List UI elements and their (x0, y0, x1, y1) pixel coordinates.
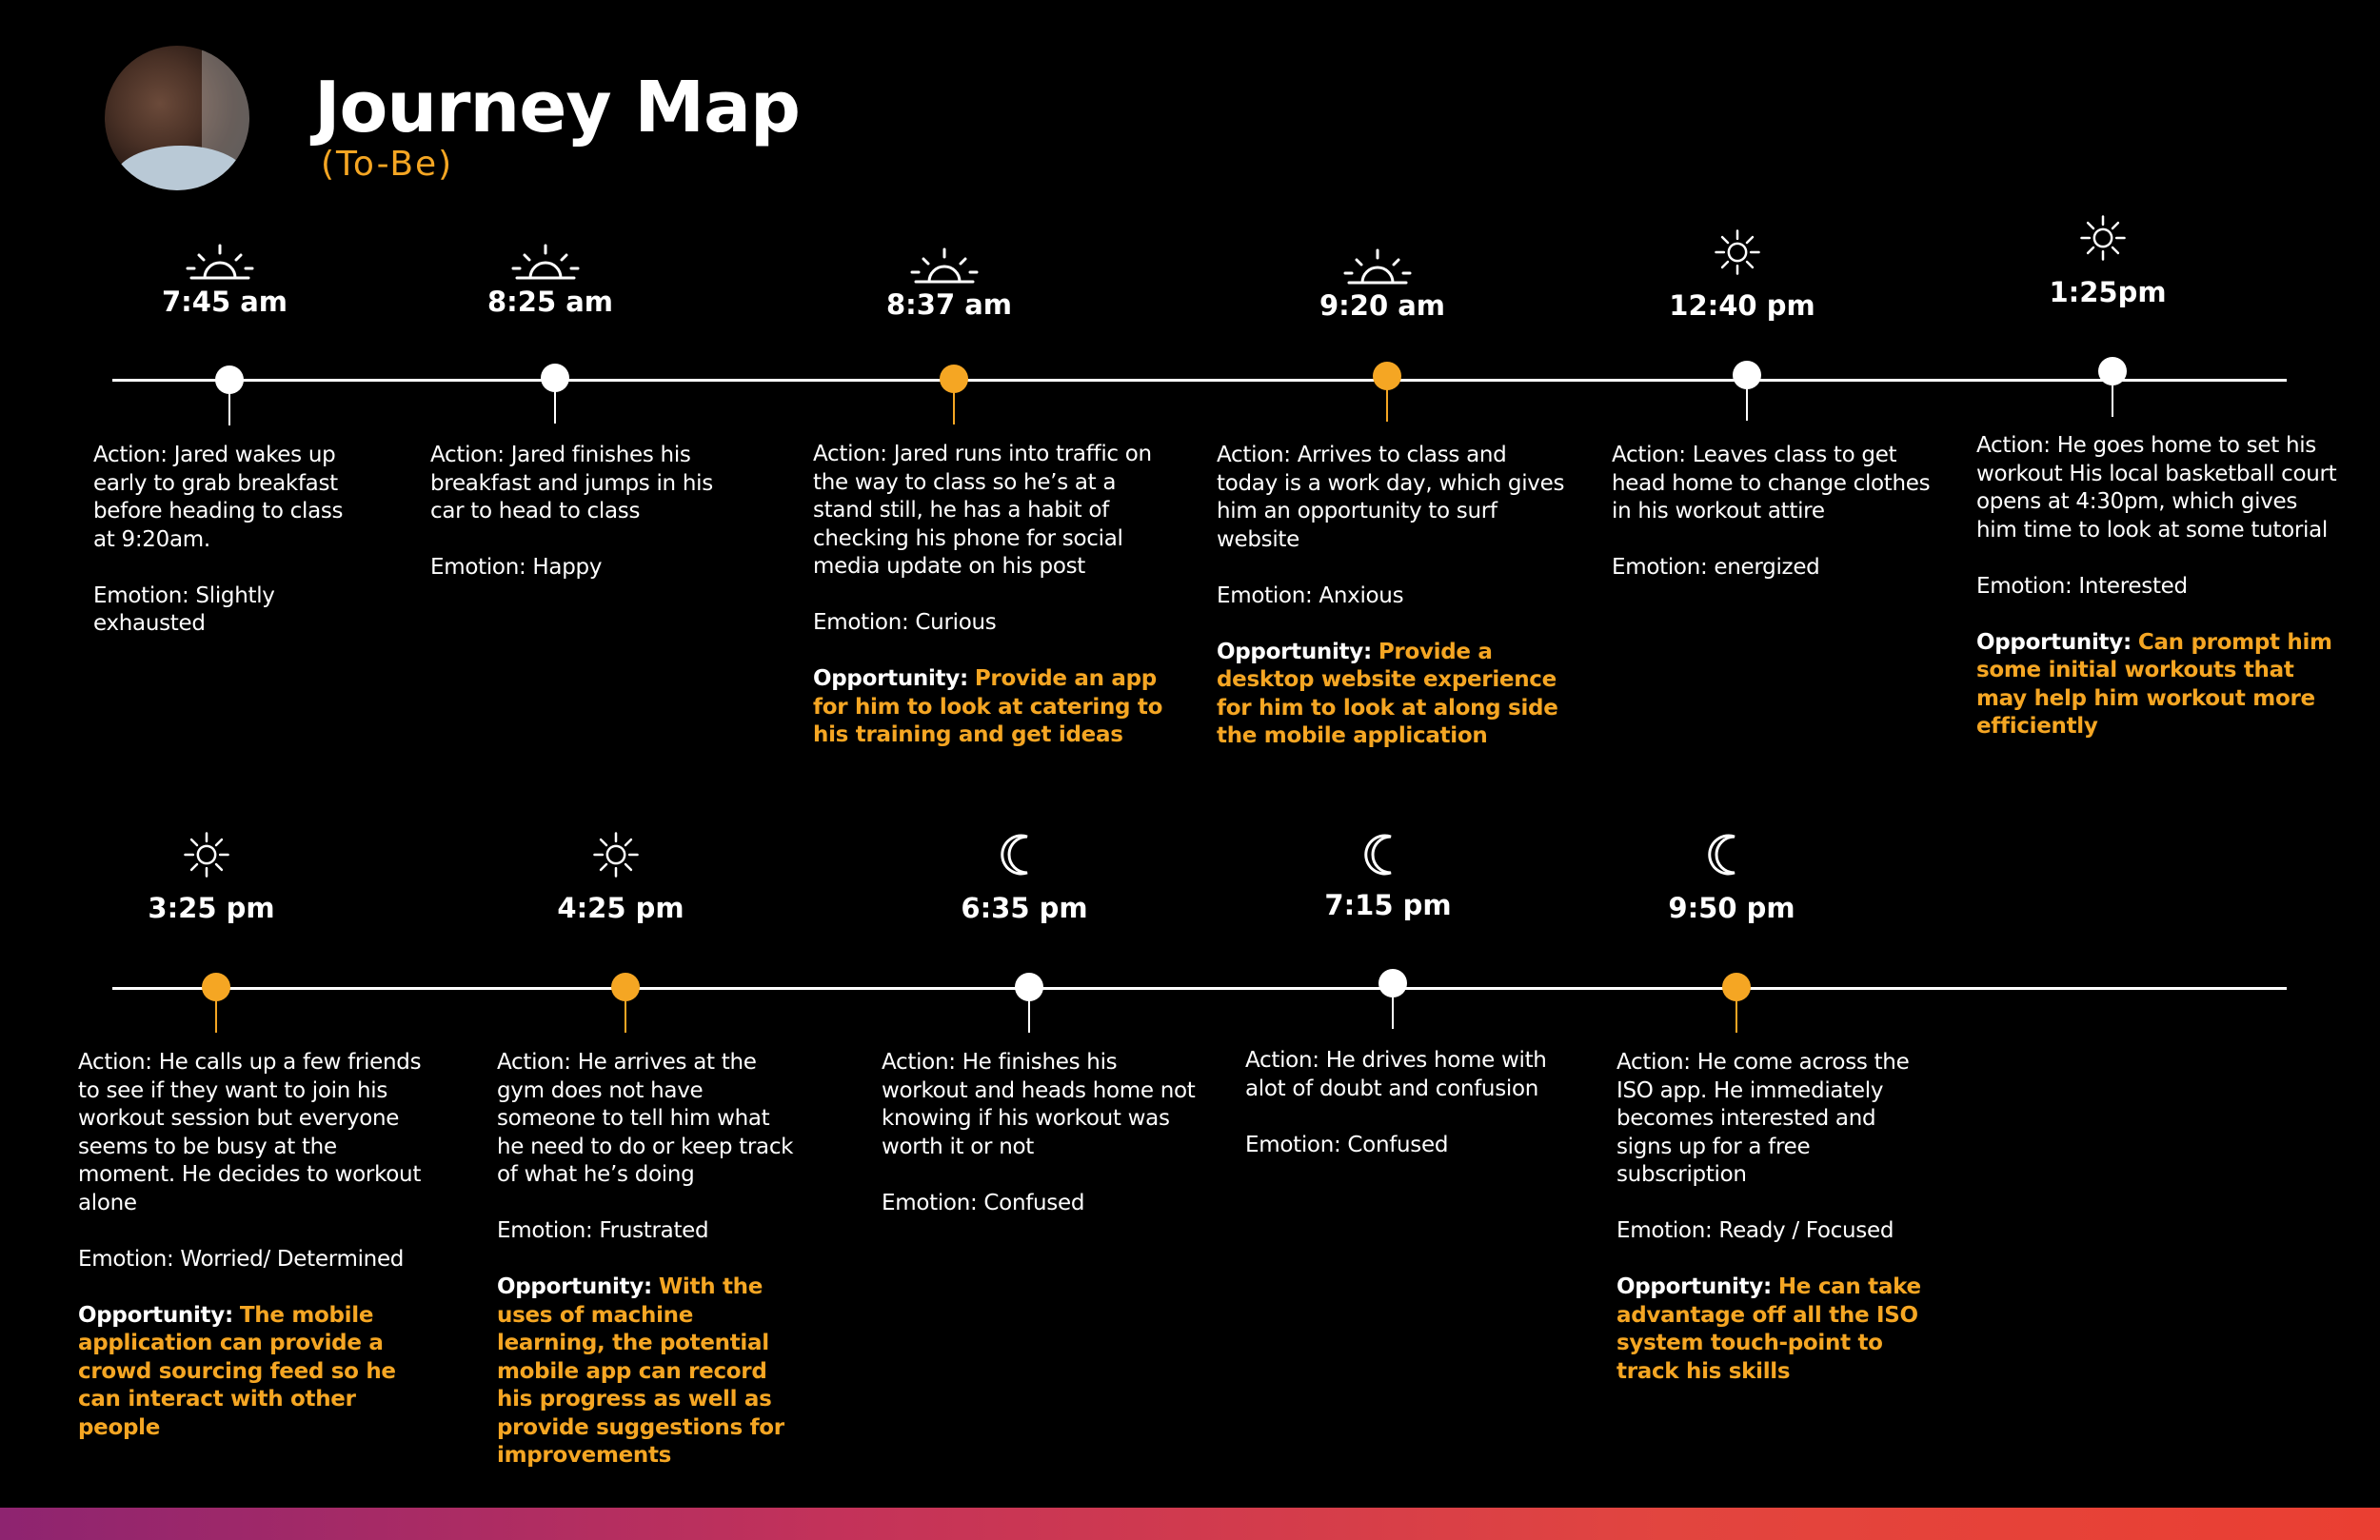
stage-3-time: 8:37 am (885, 288, 1012, 321)
stage-opportunity: Opportunity: Provide a desktop website e… (1217, 639, 1569, 751)
stage-2-time: 8:25 am (486, 286, 613, 318)
stage-6-details: Action: He goes home to set his workout … (1976, 432, 2338, 769)
opportunity-text: Provide a desktop website experience for… (1217, 639, 1558, 749)
stage-action: Action: Jared wakes up early to grab bre… (93, 443, 344, 552)
avatar (105, 46, 249, 190)
stage-4-details: Action: Arrives to class and today is a … (1217, 442, 1569, 779)
opportunity-text: He can take advantage off all the ISO sy… (1616, 1274, 1921, 1384)
timeline-line-top (112, 379, 2287, 382)
gradient-footer-bar (0, 1508, 2380, 1540)
sunrise-icon (1339, 245, 1416, 292)
page-subtitle: (To-Be) (321, 145, 454, 184)
stage-opportunity: Opportunity: Provide an app for him to l… (813, 665, 1175, 750)
stage-emotion: Emotion: Curious (813, 610, 997, 635)
sun-icon (1699, 228, 1775, 276)
stage-7-time: 3:25 pm (148, 892, 275, 924)
stage-9-details: Action: He finishes his workout and head… (882, 1049, 1196, 1246)
page-title: Journey Map (314, 67, 801, 148)
stage-emotion: Emotion: Slightly exhausted (93, 582, 275, 637)
stage-emotion: Emotion: Anxious (1217, 582, 1404, 608)
opportunity-text: With the uses of machine learning, the p… (497, 1274, 784, 1468)
stage-opportunity: Opportunity: With the uses of machine le… (497, 1273, 802, 1471)
stage-11-details: Action: He come across the ISO app. He i… (1616, 1049, 1931, 1414)
stage-action: Action: He drives home with alot of doub… (1245, 1048, 1547, 1101)
stage-1-details: Action: Jared wakes up early to grab bre… (93, 442, 369, 666)
stage-3-details: Action: Jared runs into traffic on the w… (813, 441, 1175, 778)
opportunity-text: Provide an app for him to look at cateri… (813, 666, 1163, 747)
opportunity-label: Opportunity: (497, 1274, 652, 1299)
stage-10-time: 7:15 pm (1324, 889, 1452, 921)
stage-7-details: Action: He calls up a few friends to see… (78, 1049, 426, 1471)
stage-action: Action: He calls up a few friends to see… (78, 1050, 422, 1215)
opportunity-label: Opportunity: (1616, 1274, 1772, 1299)
sun-icon (578, 831, 654, 879)
stage-action: Action: Leaves class to get head home to… (1612, 443, 1931, 523)
stage-action: Action: Jared runs into traffic on the w… (813, 442, 1152, 579)
stage-emotion: Emotion: Confused (1245, 1132, 1449, 1157)
stage-action: Action: Arrives to class and today is a … (1217, 443, 1565, 552)
stage-10-details: Action: He drives home with alot of doub… (1245, 1047, 1559, 1188)
sun-icon (2065, 214, 2141, 262)
stage-emotion: Emotion: Frustrated (497, 1218, 709, 1243)
stage-5-time: 12:40 pm (1669, 289, 1815, 322)
timeline-line-bottom (112, 987, 2287, 990)
stage-2-details: Action: Jared finishes his breakfast and… (430, 442, 744, 610)
stage-8-time: 4:25 pm (557, 892, 684, 924)
stage-action: Action: He come across the ISO app. He i… (1616, 1050, 1910, 1187)
stage-opportunity: Opportunity: The mobile application can … (78, 1302, 426, 1443)
stage-emotion: Emotion: Worried/ Determined (78, 1246, 405, 1272)
stage-action: Action: He finishes his workout and head… (882, 1050, 1196, 1159)
moon-icon (1689, 831, 1765, 879)
stage-emotion: Emotion: Happy (430, 555, 603, 580)
stage-opportunity: Opportunity: Can prompt him some initial… (1976, 629, 2338, 741)
stage-1-time: 7:45 am (161, 286, 288, 318)
stage-emotion: Emotion: Interested (1976, 573, 2188, 599)
stage-action: Action: He arrives at the gym does not h… (497, 1050, 794, 1187)
sunrise-icon (182, 240, 258, 287)
opportunity-text: Can prompt him some initial workouts tha… (1976, 629, 2332, 740)
stage-4-time: 9:20 am (1319, 289, 1445, 322)
sunrise-icon (906, 244, 982, 291)
sunrise-icon (507, 240, 584, 287)
stage-5-details: Action: Leaves class to get head home to… (1612, 442, 1940, 610)
opportunity-label: Opportunity: (813, 666, 968, 691)
stage-6-time: 1:25pm (2049, 276, 2167, 308)
stage-action: Action: He goes home to set his workout … (1976, 433, 2337, 543)
stage-emotion: Emotion: Ready / Focused (1616, 1218, 1894, 1243)
moon-icon (982, 831, 1058, 879)
stage-8-details: Action: He arrives at the gym does not h… (497, 1049, 802, 1498)
stage-action: Action: Jared finishes his breakfast and… (430, 443, 713, 523)
sun-icon (169, 831, 245, 879)
opportunity-text: The mobile application can provide a cro… (78, 1302, 396, 1440)
stage-11-time: 9:50 pm (1668, 892, 1795, 924)
moon-icon (1345, 831, 1421, 879)
stage-9-time: 6:35 pm (961, 892, 1088, 924)
opportunity-label: Opportunity: (1217, 639, 1372, 664)
opportunity-label: Opportunity: (1976, 629, 2132, 655)
stage-emotion: Emotion: energized (1612, 555, 1820, 580)
opportunity-label: Opportunity: (78, 1302, 233, 1328)
stage-opportunity: Opportunity: He can take advantage off a… (1616, 1273, 1931, 1386)
stage-emotion: Emotion: Confused (882, 1190, 1085, 1215)
